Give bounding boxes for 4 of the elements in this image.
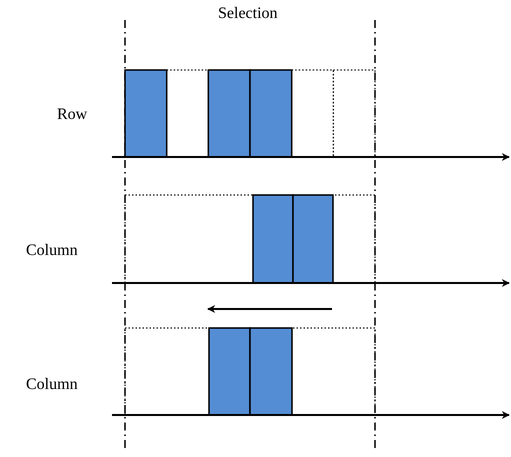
row-label: Row [57, 106, 88, 124]
heading: Selection [218, 5, 278, 23]
row-label: Column [26, 376, 78, 394]
row-label: Column [26, 242, 78, 260]
